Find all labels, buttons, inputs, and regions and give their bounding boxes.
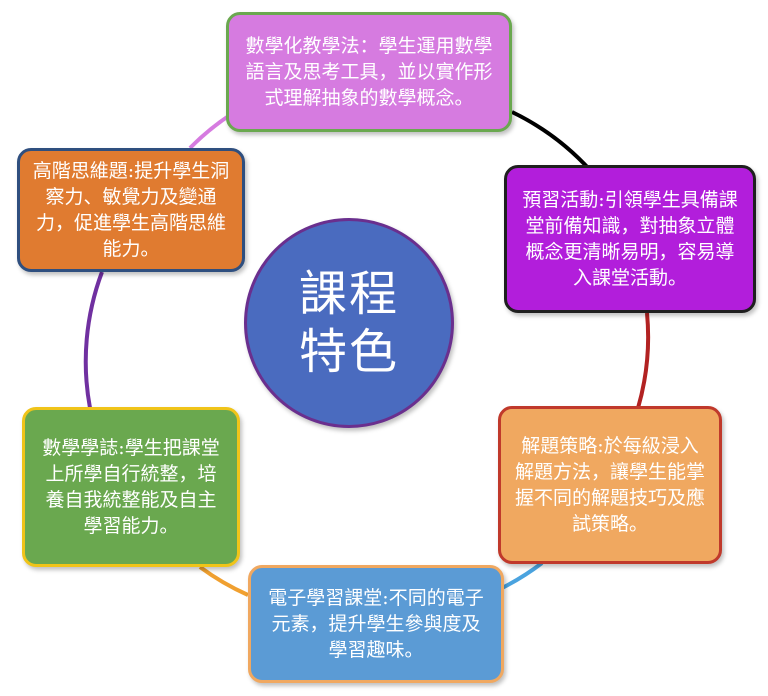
box-e-learning-text: 電子學習課堂:不同的電子元素，提升學生參與度及學習趣味。 [268, 587, 484, 661]
box-math-journal: 數學學誌:學生把課堂上所學自行統整，培養自我統整能及自主學習能力。 [22, 407, 240, 567]
connector-arc-bottom-right [497, 561, 544, 592]
box-math-journal-text: 數學學誌:學生把課堂上所學自行統整，培養自我統整能及自主學習能力。 [42, 437, 220, 537]
connector-arc-top-left [188, 113, 232, 150]
box-higher-order-text: 高階思維題:提升學生洞察力、敏覺力及變通力，促進學生高階思維能力。 [32, 160, 230, 260]
box-problem-solving: 解題策略:於每級浸入解題方法，讓學生能掌握不同的解題技巧及應試策略。 [498, 406, 722, 564]
center-circle: 課程特色 [244, 218, 454, 428]
box-preview: 預習活動:引領學生具備課堂前備知識，對抽象立體概念更清晰易明，容易導入課堂活動。 [504, 165, 756, 313]
box-e-learning: 電子學習課堂:不同的電子元素，提升學生參與度及學習趣味。 [248, 565, 504, 683]
box-math-teaching: 數學化教學法：學生運用數學語言及思考工具，並以實作形式理解抽象的數學概念。 [226, 12, 512, 132]
box-preview-text: 預習活動:引領學生具備課堂前備知識，對抽象立體概念更清晰易明，容易導入課堂活動。 [522, 189, 738, 289]
connector-arc-bottom-left [198, 565, 249, 597]
box-higher-order: 高階思維題:提升學生洞察力、敏覺力及變通力，促進學生高階思維能力。 [17, 148, 245, 272]
connector-arc-left [83, 271, 104, 409]
connector-arc-top-right [511, 110, 592, 172]
connector-arc-right [636, 312, 651, 409]
box-problem-solving-text: 解題策略:於每級浸入解題方法，讓學生能掌握不同的解題技巧及應試策略。 [514, 435, 705, 535]
box-math-teaching-text: 數學化教學法：學生運用數學語言及思考工具，並以實作形式理解抽象的數學概念。 [245, 35, 493, 109]
center-title: 課程特色 [298, 266, 399, 380]
